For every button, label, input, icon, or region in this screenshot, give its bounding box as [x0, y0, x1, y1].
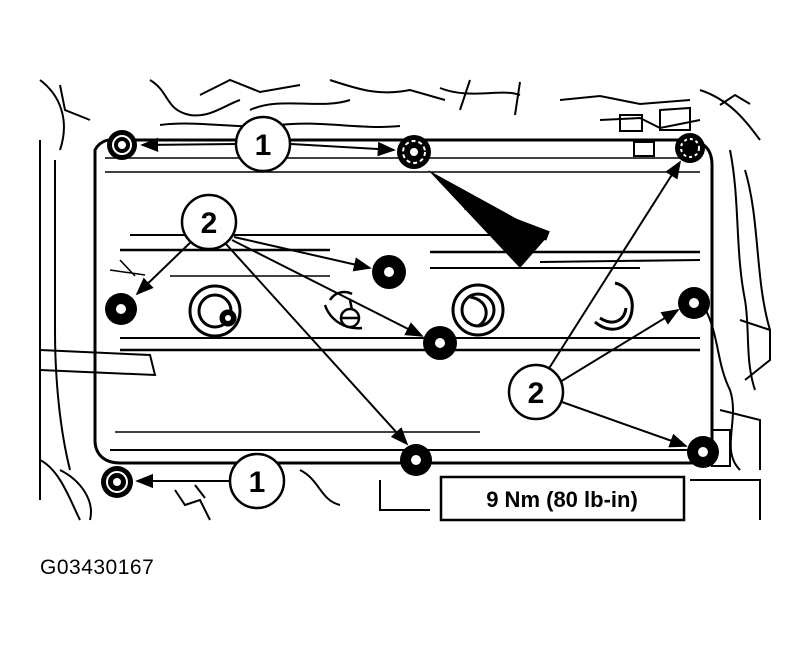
bolt-callout-2-right: [678, 287, 710, 319]
bolt-callout-2-center-upper: [372, 255, 406, 289]
oil-filler-cap: [323, 290, 363, 330]
callout-1-bottom: 1: [228, 452, 286, 510]
callout-1-bottom-label: 1: [249, 466, 266, 499]
bolt-callout-1-top-left: [107, 130, 137, 160]
bolt-callout-2-top-right: [675, 133, 705, 163]
callout-1-top: 1: [234, 115, 292, 173]
callout-2-lower-right-label: 2: [528, 377, 545, 410]
bolt-callout-2-bottom-right: [687, 429, 731, 468]
spark-plug-boss-right: [594, 281, 634, 331]
torque-spec-box: 9 Nm (80 lb-in): [439, 475, 686, 522]
callout-2-upper-left-label: 2: [201, 207, 218, 240]
figure-id: G03430167: [40, 556, 155, 579]
spark-plug-boss-center: [451, 283, 505, 337]
bolt-callout-1-top-center: [397, 135, 431, 169]
callout-1-top-label: 1: [255, 129, 272, 162]
valve-cover-outline: [93, 137, 714, 465]
bolt-callout-2-center-lower: [423, 326, 457, 360]
torque-spec-label: 9 Nm (80 lb-in): [486, 487, 638, 512]
spark-plug-boss-left: [188, 284, 242, 338]
bolt-callout-2-bottom-center: [400, 444, 432, 476]
callout-2-lower-right: 2: [507, 363, 565, 421]
bolt-callout-2-left: [105, 293, 137, 325]
callout-2-upper-left: 2: [180, 193, 238, 251]
front-direction-arrow: [428, 170, 550, 268]
leader-arrows: [135, 137, 688, 489]
bolt-callout-1-bottom-left: [101, 466, 133, 498]
